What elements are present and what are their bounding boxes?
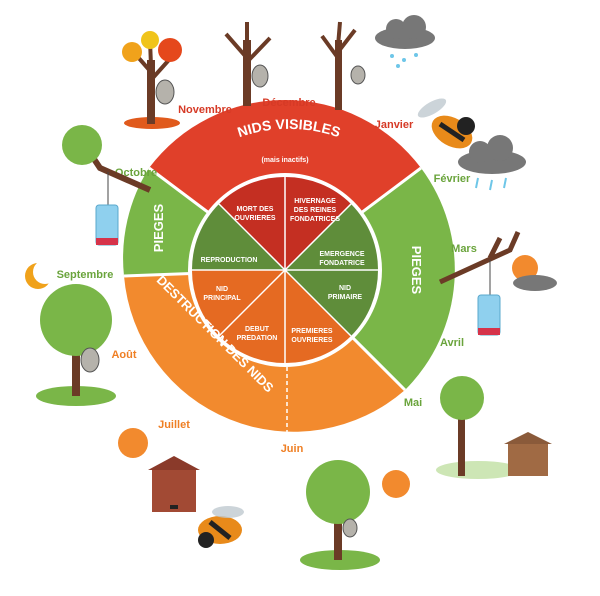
seg-premieres-ouvrieres xyxy=(285,270,351,364)
month-aout: Août xyxy=(111,349,136,361)
label-hiver-line3: FONDATRICES xyxy=(290,216,340,223)
inner-disc xyxy=(188,173,382,367)
ring-subtitle-inactifs: (mais inactifs) xyxy=(261,157,308,164)
tree-icon xyxy=(300,460,380,570)
tree-icon xyxy=(62,125,152,193)
seg-nid-primaire xyxy=(285,270,379,336)
label-reproduction: REPRODUCTION xyxy=(201,257,258,264)
label-emerg-line1: EMERGENCE xyxy=(319,251,364,258)
month-juin: Juin xyxy=(281,443,304,455)
seg-emergence xyxy=(285,204,379,270)
shed-icon xyxy=(504,432,552,476)
sun-icon xyxy=(118,428,148,458)
month-decembre: Décembre xyxy=(262,97,315,109)
nest-icon xyxy=(251,64,269,88)
label-debut-line1: DEBUT xyxy=(245,326,270,333)
ring-label-pieges-left: PIEGES xyxy=(151,203,166,252)
month-septembre: Septembre xyxy=(57,269,114,281)
seg-nid-principal xyxy=(191,270,285,336)
nest-icon xyxy=(155,79,175,105)
hornet-icon xyxy=(198,506,244,548)
label-principal-line2: PRINCIPAL xyxy=(203,295,241,302)
label-premieres-line2: OUVRIERES xyxy=(291,337,333,344)
seg-hivernage xyxy=(285,176,351,270)
month-novembre: Novembre xyxy=(178,104,232,116)
month-mai: Mai xyxy=(404,397,422,409)
tree-icon xyxy=(436,376,520,479)
label-primaire-line2: PRIMAIRE xyxy=(328,294,363,301)
sun-icon xyxy=(512,255,557,291)
nest-icon xyxy=(342,518,358,538)
ring-label-pieges-right: PIEGES xyxy=(409,246,424,295)
seg-mort-des-ouvrieres xyxy=(219,176,285,270)
hive-icon xyxy=(148,456,200,512)
tree-icon xyxy=(320,21,357,110)
tree-icon xyxy=(438,230,521,285)
tree-icon xyxy=(224,22,272,106)
tree-icon xyxy=(122,31,182,129)
month-mars: Mars xyxy=(451,243,477,255)
trap-icon xyxy=(95,172,119,246)
month-fevrier: Février xyxy=(434,173,471,185)
month-avril: Avril xyxy=(440,337,464,349)
label-mort-line1: MORT DES xyxy=(237,206,274,213)
label-hiver-line1: HIVERNAGE xyxy=(294,198,336,205)
tree-icon xyxy=(36,284,116,406)
label-emerg-line2: FONDATRICE xyxy=(319,260,365,267)
seg-debut-predation xyxy=(219,270,285,364)
sun-icon xyxy=(382,470,410,498)
label-primaire-line1: NID xyxy=(339,285,351,292)
label-mort-line2: OUVRIERES xyxy=(234,215,276,222)
nest-icon xyxy=(350,65,366,85)
seg-reproduction xyxy=(191,204,285,270)
label-hiver-line2: DES REINES xyxy=(294,207,337,214)
trap-icon xyxy=(477,260,501,336)
nest-icon xyxy=(80,347,100,373)
label-premieres-line1: PREMIERES xyxy=(291,328,333,335)
cloud-icon xyxy=(458,135,526,191)
month-juillet: Juillet xyxy=(158,419,190,431)
moon-icon xyxy=(25,260,57,289)
label-principal-line1: NID xyxy=(216,286,228,293)
hornet-icon xyxy=(417,98,475,149)
month-janvier: Janvier xyxy=(375,119,414,131)
label-debut-line2: PREDATION xyxy=(237,335,278,342)
cloud-icon xyxy=(375,15,435,68)
